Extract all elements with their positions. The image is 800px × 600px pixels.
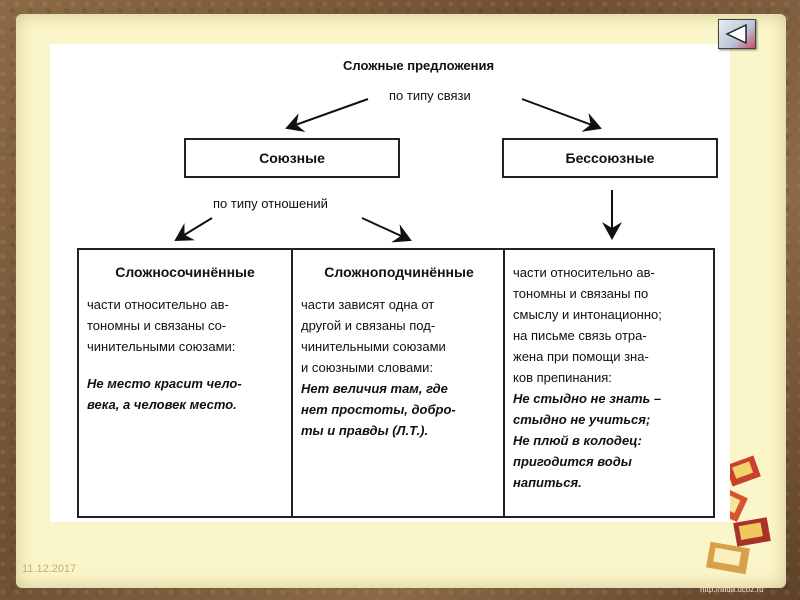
column-compound: Сложносочинённые части относительно ав- … <box>79 250 291 516</box>
union-box: Союзные <box>184 138 400 178</box>
site-url: http://aida.ucoz.ru <box>700 585 764 594</box>
diagram-title: Сложные предложения <box>343 58 495 73</box>
column-title: Сложносочинённые <box>115 264 255 280</box>
column-text: части относительно ав- тономны и связаны… <box>513 265 662 385</box>
sentence-types-table: Сложносочинённые части относительно ав- … <box>77 248 715 518</box>
arrow-to-compound <box>174 217 213 242</box>
column-complex: Сложноподчинённые части зависят одна от … <box>291 250 505 516</box>
column-nonunion: части относительно ав- тономны и связаны… <box>503 250 715 516</box>
arrow-to-nonunion <box>521 98 602 132</box>
column-title: Сложноподчинённые <box>324 264 474 280</box>
back-button[interactable] <box>718 19 756 49</box>
triangle-left-icon <box>725 23 747 45</box>
column-text: части зависят одна от другой и связаны п… <box>301 297 446 375</box>
slide-date: 11.12.2017 <box>22 563 77 575</box>
arrow-to-complex <box>361 217 412 243</box>
nonunion-box: Бессоюзные <box>502 138 718 178</box>
column-example: Не место красит чело- века, а человек ме… <box>87 376 242 412</box>
column-example: Нет величия там, где нет простоты, добро… <box>301 381 456 438</box>
arrow-to-union <box>285 98 369 133</box>
relation-type-label: по типу отношений <box>213 196 328 211</box>
link-type-label: по типу связи <box>389 88 471 103</box>
column-example: Не стыдно не знать – стыдно не учиться; … <box>513 391 662 490</box>
column-text: части относительно ав- тономны и связаны… <box>87 297 236 354</box>
